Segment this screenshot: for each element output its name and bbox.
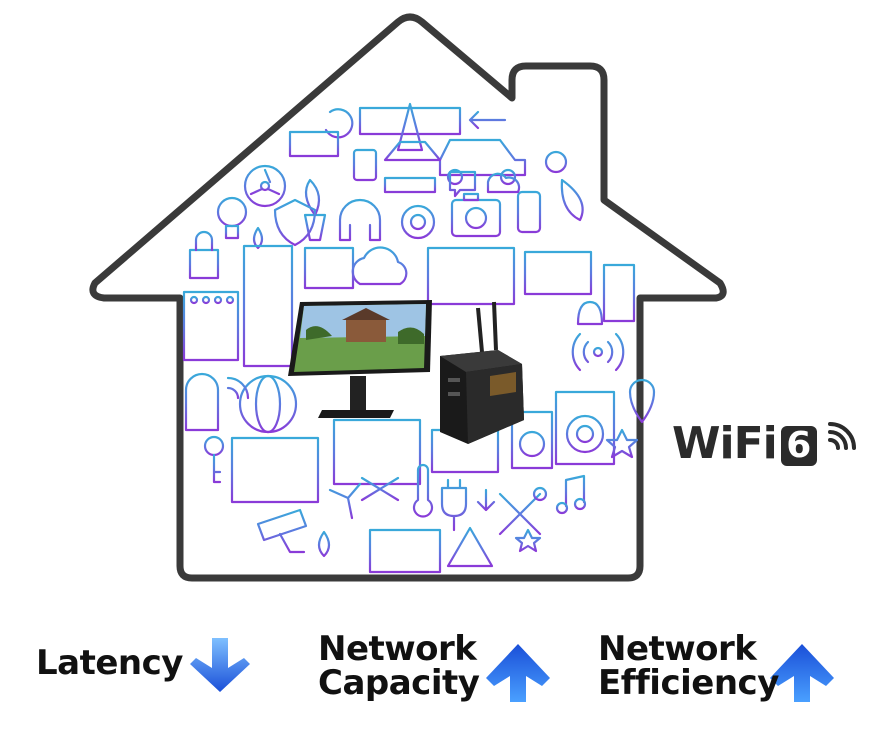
plug-icon <box>440 478 468 532</box>
capacity-up-arrow <box>486 644 550 702</box>
gear-icon <box>400 150 568 240</box>
plant-icon <box>303 178 327 242</box>
wifi-logo-text: WiFi <box>672 418 778 469</box>
monitor-icon <box>288 300 432 418</box>
efficiency-up-arrow <box>770 644 834 702</box>
car-icon <box>438 138 527 186</box>
lock-icon <box>188 230 220 280</box>
tools-icon <box>498 486 548 536</box>
snowflake-icon <box>360 466 400 512</box>
metric-network-capacity: Network Capacity <box>318 629 480 703</box>
metric-latency-line-1: Latency <box>36 643 183 683</box>
metric-label-capacity: Network Capacity <box>318 629 480 703</box>
metric-capacity-line-2: Capacity <box>318 663 480 703</box>
wind-turbine-icon <box>328 482 362 542</box>
mailbox-icon <box>184 372 220 450</box>
radiator-icon <box>368 528 442 574</box>
smartwatch-icon <box>352 138 378 192</box>
camera-icon <box>450 192 502 238</box>
recycle-icon <box>446 526 494 568</box>
house-outline <box>89 13 727 582</box>
stove-icon <box>182 290 240 362</box>
metric-efficiency-line-2: Efficiency <box>598 663 779 703</box>
lamp-icon <box>383 110 442 162</box>
wifi-logo-number: 6 <box>780 426 817 466</box>
key-icon <box>203 435 225 484</box>
garage-icon <box>230 436 320 504</box>
tv-icon <box>426 246 516 306</box>
satellite-icon <box>358 102 462 152</box>
metric-label-efficiency: Network Efficiency <box>598 632 779 700</box>
antenna-icon <box>571 332 625 387</box>
phone-icon <box>516 190 542 234</box>
speaker-icon-2 <box>510 410 554 470</box>
metric-label-latency: Latency <box>36 646 183 680</box>
fridge-icon <box>242 244 294 368</box>
door-icon <box>602 263 636 323</box>
latency-down-arrow <box>190 638 250 692</box>
wifi-waves-icon <box>828 422 856 450</box>
washing-machine-icon <box>554 390 616 466</box>
metric-efficiency-line-1: Network <box>598 629 757 669</box>
device-icon-cloud <box>182 102 656 574</box>
fan-icon <box>243 164 287 208</box>
metric-capacity-line-1: Network <box>318 629 477 669</box>
wifi6-logo: WiFi 6 <box>672 422 817 466</box>
metric-network-efficiency: Network Efficiency <box>598 632 779 700</box>
music-icon <box>555 474 587 515</box>
thermometer-icon <box>412 463 434 518</box>
security-camera-icon <box>256 508 308 554</box>
router-icon <box>440 301 524 444</box>
globe-icon <box>238 374 298 434</box>
lightbulb-icon <box>216 196 248 240</box>
bell-icon <box>576 300 604 326</box>
speaker-icon <box>303 246 355 290</box>
laptop-icon <box>516 250 600 298</box>
cloud-icon <box>351 246 408 286</box>
battery-icon <box>288 130 340 158</box>
metric-latency: Latency <box>36 646 183 680</box>
location-pin-icon <box>628 378 656 424</box>
shield-icon <box>273 198 317 247</box>
